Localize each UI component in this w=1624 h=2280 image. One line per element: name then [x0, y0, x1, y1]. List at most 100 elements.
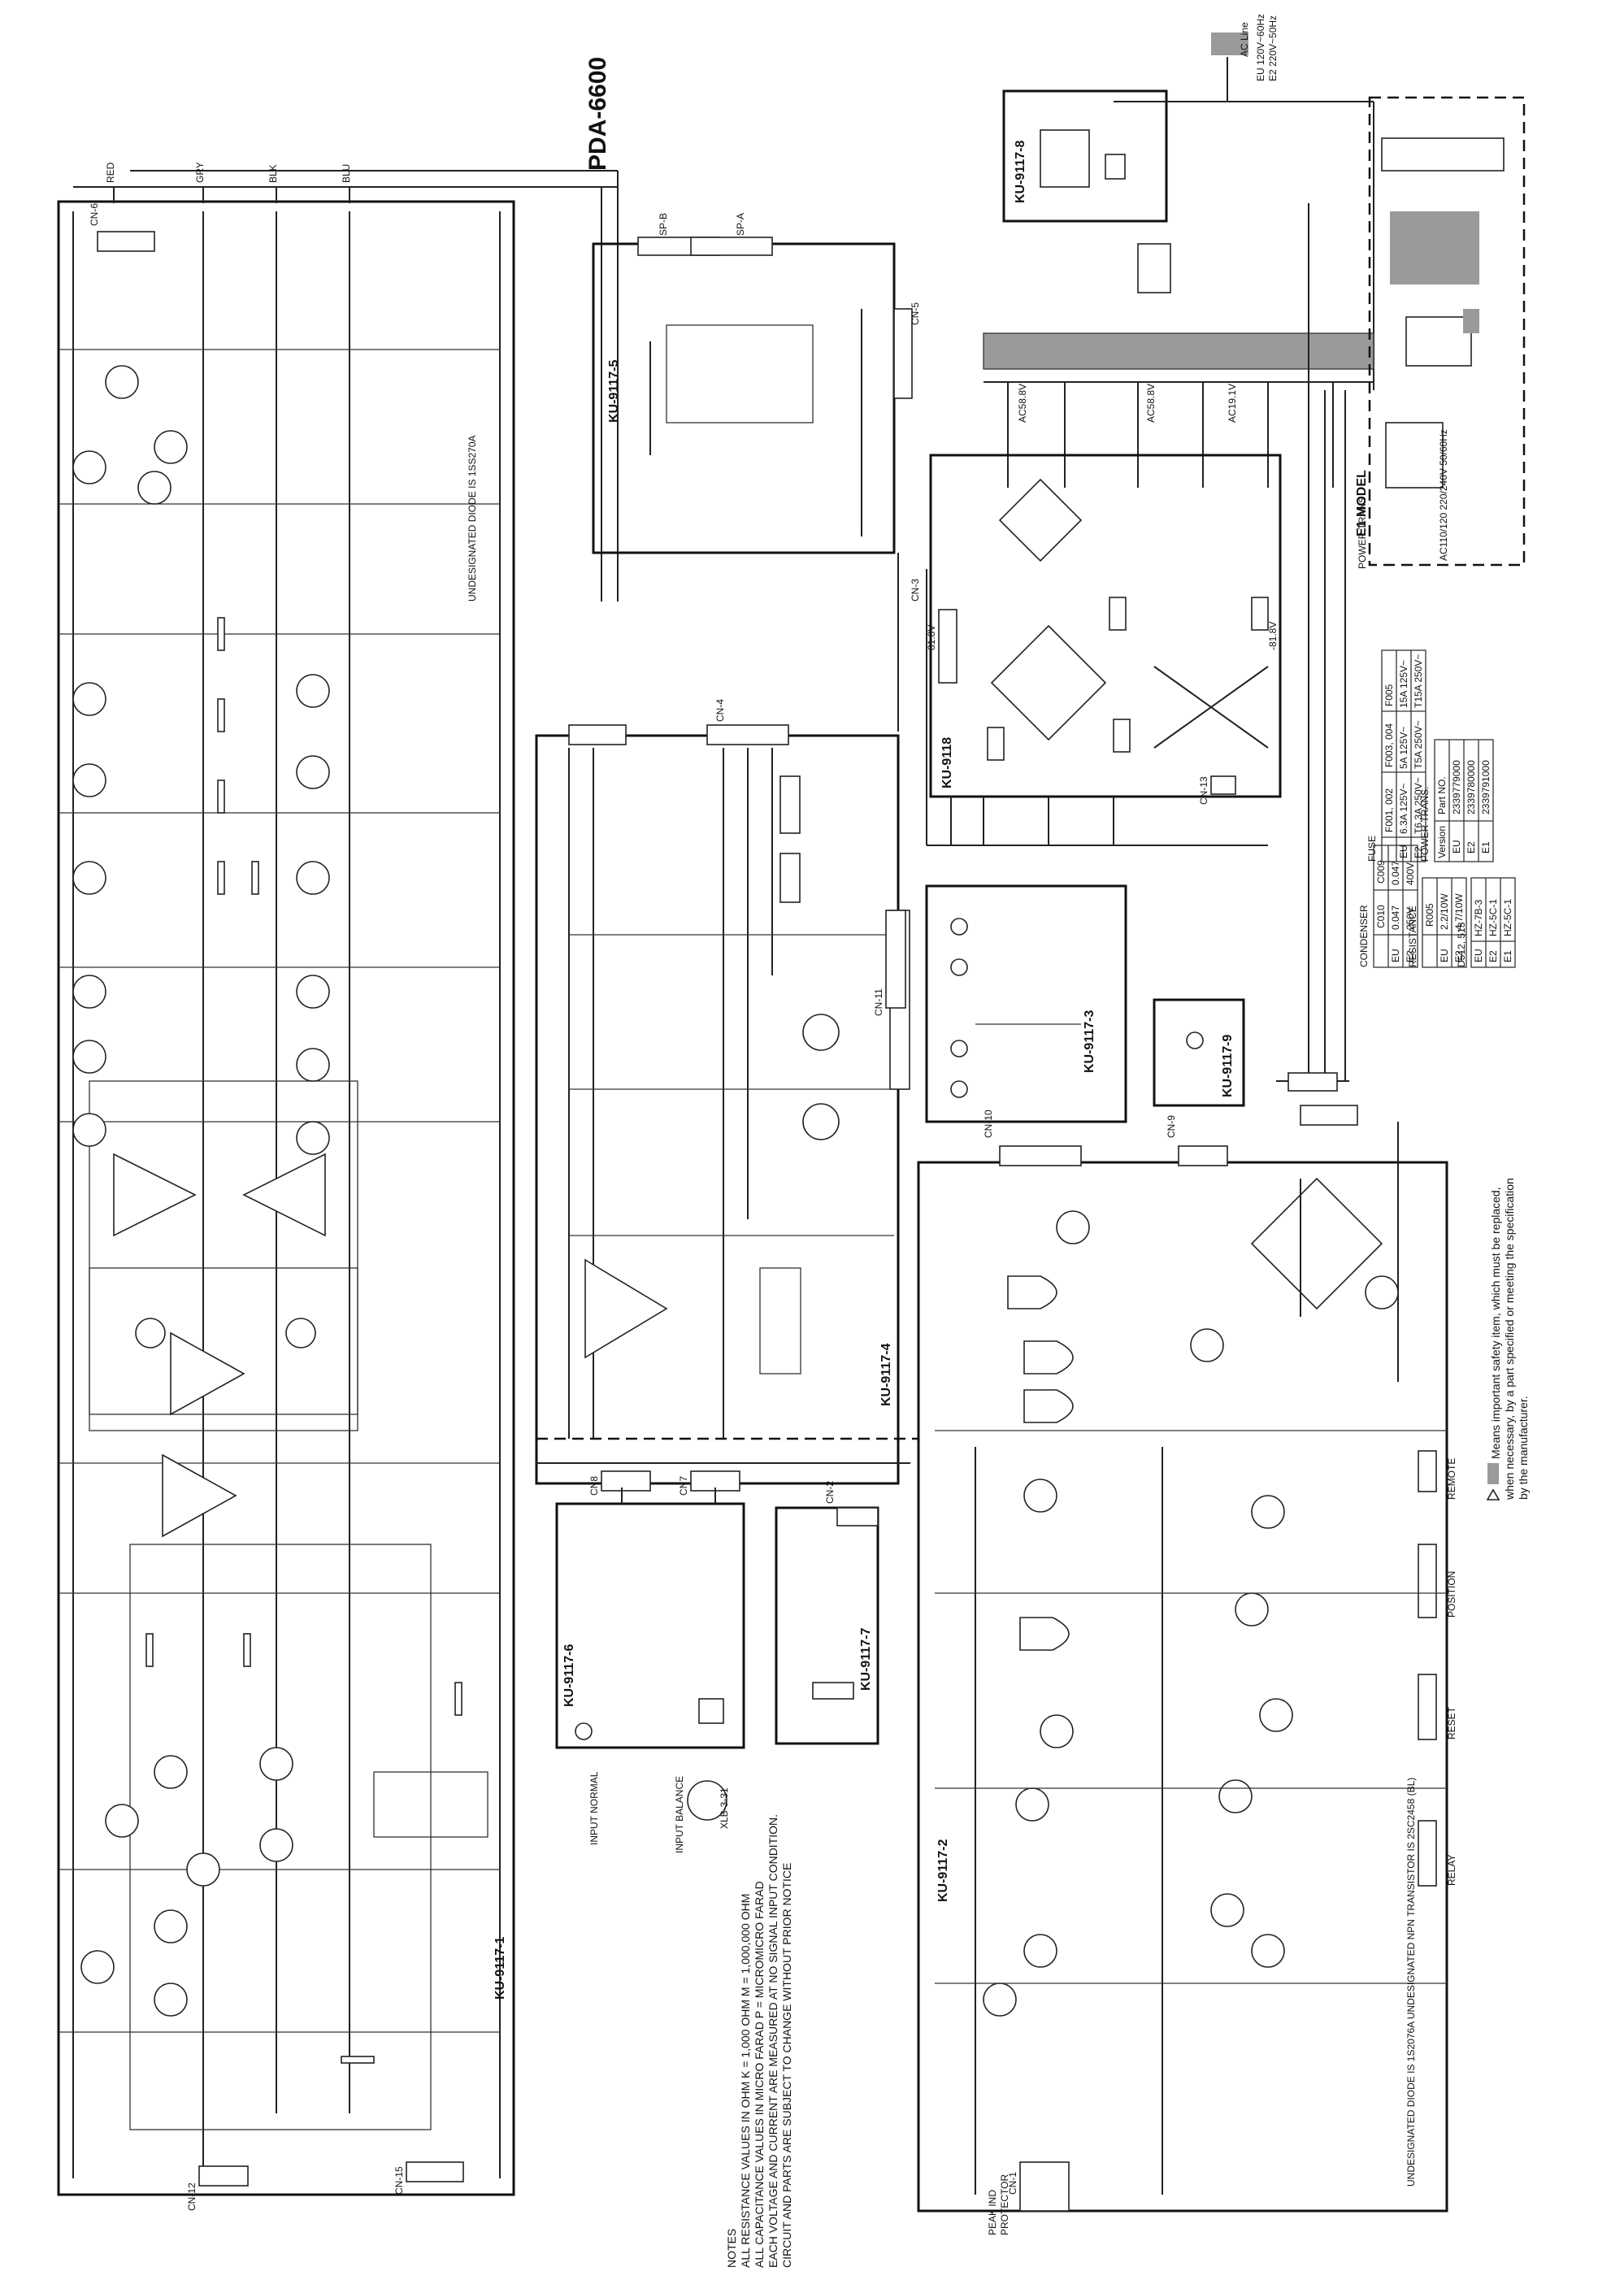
power-trans-title: POWER TRANS.: [1419, 787, 1431, 862]
condenser-r1-c1: 0.047: [1390, 905, 1401, 930]
model-label: PDA-6600: [584, 57, 611, 171]
wire-gry: GRY: [194, 162, 206, 183]
undesignated-note: UNDESIGNATED DIODE IS 1S2076A UNDESIGNAT…: [1405, 1778, 1417, 2187]
connector-cn8: CN8: [588, 1476, 600, 1496]
relay-label: RELAY: [1446, 1855, 1457, 1886]
safety-note-line-3: by the manufacturer.: [1517, 1396, 1530, 1500]
condenser-r2-c2: 400V: [1405, 862, 1416, 885]
board-label-ku-9117-8: KU-9117-8: [1014, 141, 1027, 203]
notes-title: NOTES: [725, 2229, 738, 2268]
resistance-r1-c1: 2.2/10W: [1439, 893, 1450, 930]
power-trans-table: POWER TRANS. Version Part NO. EU 2339779…: [1419, 739, 1494, 862]
fuse-r1-c1: 6.3A 125V~: [1398, 784, 1409, 834]
resistance-r1-c0: EU: [1439, 949, 1450, 962]
ac-rating-e2: E2 220V~50Hz: [1267, 15, 1279, 81]
power-transformer: [983, 332, 1374, 488]
condenser-r1-c2: 0.047: [1390, 861, 1401, 885]
input-jack-boards: [555, 1470, 879, 1821]
wire-bundle-top: [73, 170, 619, 601]
board-label-ku-9117-2: KU-9117-2: [936, 1839, 950, 1902]
notes-line-2: ALL CAPACITANCE VALUES IN MICRO FARAD P …: [753, 1881, 766, 2268]
amp-board-ku-9117-1: [57, 200, 515, 2196]
connector-cn5: CN-5: [910, 302, 921, 325]
interconnect-wires: [536, 203, 1349, 1464]
fuse-r2-c3: T15A 250V~: [1413, 654, 1424, 708]
resistance-r2-c0: E2: [1453, 950, 1465, 962]
connector-cn4: CN-4: [714, 699, 726, 722]
reset-label: RESET: [1446, 1706, 1457, 1739]
connector-cn2: CN-2: [824, 1481, 836, 1504]
fuse-r2-c0: E2: [1413, 846, 1424, 858]
psu-board-ku-9118: [929, 390, 1346, 1081]
secondary-voltage-2: AC58.8V: [1145, 384, 1157, 423]
board-label-ku-9117-5: KU-9117-5: [607, 360, 621, 423]
connector-cn10: CN-10: [983, 1110, 994, 1138]
undesignated-diode-label: UNDESIGNATED DIODE IS 1SS270A: [467, 435, 478, 601]
diode-r1-c1: HZ-7B-3: [1473, 899, 1484, 936]
text-labels: PDA-6600 KU-9117-1 KU-9117-2 KU-9117-3 K…: [89, 14, 1530, 2268]
fuse-head-3: F005: [1383, 684, 1395, 706]
board-label-ku-9117-7: KU-9117-7: [859, 1628, 873, 1691]
safety-note-line-1: Means important safety item, which must …: [1489, 1187, 1502, 1459]
diode-r3-c1: HZ-5C-1: [1502, 899, 1513, 936]
ac-switch-board-ku-9117-8: [1002, 33, 1374, 390]
fuse-title: FUSE: [1366, 836, 1378, 862]
speaker-board-ku-9117-5: [592, 237, 913, 554]
ac-line-label: AC Line: [1239, 22, 1250, 57]
condenser-r2-c0: E2: [1405, 950, 1416, 962]
board-label-ku-9117-4: KU-9117-4: [879, 1344, 893, 1406]
safety-hatch-icon: [1487, 1463, 1499, 1484]
led-board-ku-9117-3: [885, 884, 1127, 1123]
diode-title: D512, 513: [1456, 922, 1467, 967]
input-balance-label: INPUT BALANCE: [674, 1776, 685, 1853]
connector-cn6: CN-6: [89, 203, 100, 226]
power-trans-r2-c1: 2339780000: [1466, 760, 1477, 814]
connector-cn15: CN-15: [393, 2166, 405, 2195]
power-trans-r1-c0: EU: [1451, 840, 1462, 853]
resistance-title: RESISTANCE: [1407, 905, 1418, 967]
power-trans-r1-c1: 2339779000: [1451, 760, 1462, 814]
fuse-table: FUSE F001, 002 F003, 004 F005 EU 6.3A 12…: [1366, 649, 1426, 862]
diode-r2-c0: E2: [1487, 950, 1499, 962]
wire-blk: BLK: [267, 164, 279, 183]
peak-ind-label: PEAK IND: [987, 2190, 998, 2235]
wire-blu: BLU: [341, 164, 352, 183]
board-ku-9117-9: [1153, 998, 1245, 1107]
condenser-r1-c0: EU: [1390, 949, 1401, 962]
connector-cn11: CN-11: [873, 988, 884, 1016]
diode-r2-c1: HZ-5C-1: [1487, 899, 1499, 936]
secondary-voltage-1: AC58.8V: [1017, 384, 1028, 423]
diode-r1-c0: EU: [1473, 949, 1484, 962]
connector-cn1: CN-1: [1007, 2172, 1018, 2195]
power-trans-r2-c0: E2: [1466, 841, 1477, 853]
remote-label: REMOTE: [1446, 1458, 1457, 1500]
connector-cn9: CN-9: [1166, 1115, 1177, 1138]
input-normal-label: INPUT NORMAL: [588, 1771, 600, 1845]
power-trans-head-0: Version: [1436, 826, 1448, 858]
condenser-r2-c1: 250V: [1405, 907, 1416, 930]
position-label: POSITION: [1446, 1571, 1457, 1618]
diode-table: D512, 513 EU HZ-7B-3 E2 HZ-5C-1 E1 HZ-5C…: [1456, 877, 1516, 968]
condenser-head-1: C010: [1375, 905, 1387, 928]
power-trans-head-1: Part NO.: [1436, 776, 1448, 814]
fuse-r1-c0: EU: [1398, 845, 1409, 858]
secondary-voltage-3: AC19.1V: [1227, 384, 1238, 423]
parts-tables: CONDENSER C010 C009 EU 0.047 0.047 E2 25…: [1358, 649, 1516, 968]
connector-cn12: CN-12: [186, 2182, 198, 2211]
fuse-r2-c2: T5A 250V~: [1413, 720, 1424, 769]
protector-label: PROTECTOR: [999, 2174, 1010, 2235]
notes-line-1: ALL RESISTANCE VALUES IN OHM K = 1,000 O…: [739, 1894, 752, 2268]
wire-red: RED: [105, 162, 116, 183]
xlr-label: XLB-3-31: [719, 1787, 730, 1829]
rail-negative: -81.8V: [1267, 622, 1279, 650]
board-label-ku-9118: KU-9118: [940, 737, 954, 788]
notes-line-4: CIRCUIT AND PARTS ARE SUBJECT TO CHANGE …: [780, 1863, 793, 2268]
diode-r3-c0: E1: [1502, 950, 1513, 962]
ac-rating-eu: EU 120V~60Hz: [1255, 14, 1266, 81]
connector-sp-a: SP-A: [735, 213, 746, 236]
connector-cn3: CN-3: [910, 579, 921, 601]
condenser-table: CONDENSER C010 C009 EU 0.047 0.047 E2 25…: [1358, 845, 1418, 968]
e1-model-label: E1 MODEL: [1355, 470, 1369, 536]
condenser-head-2: C009: [1375, 860, 1387, 884]
